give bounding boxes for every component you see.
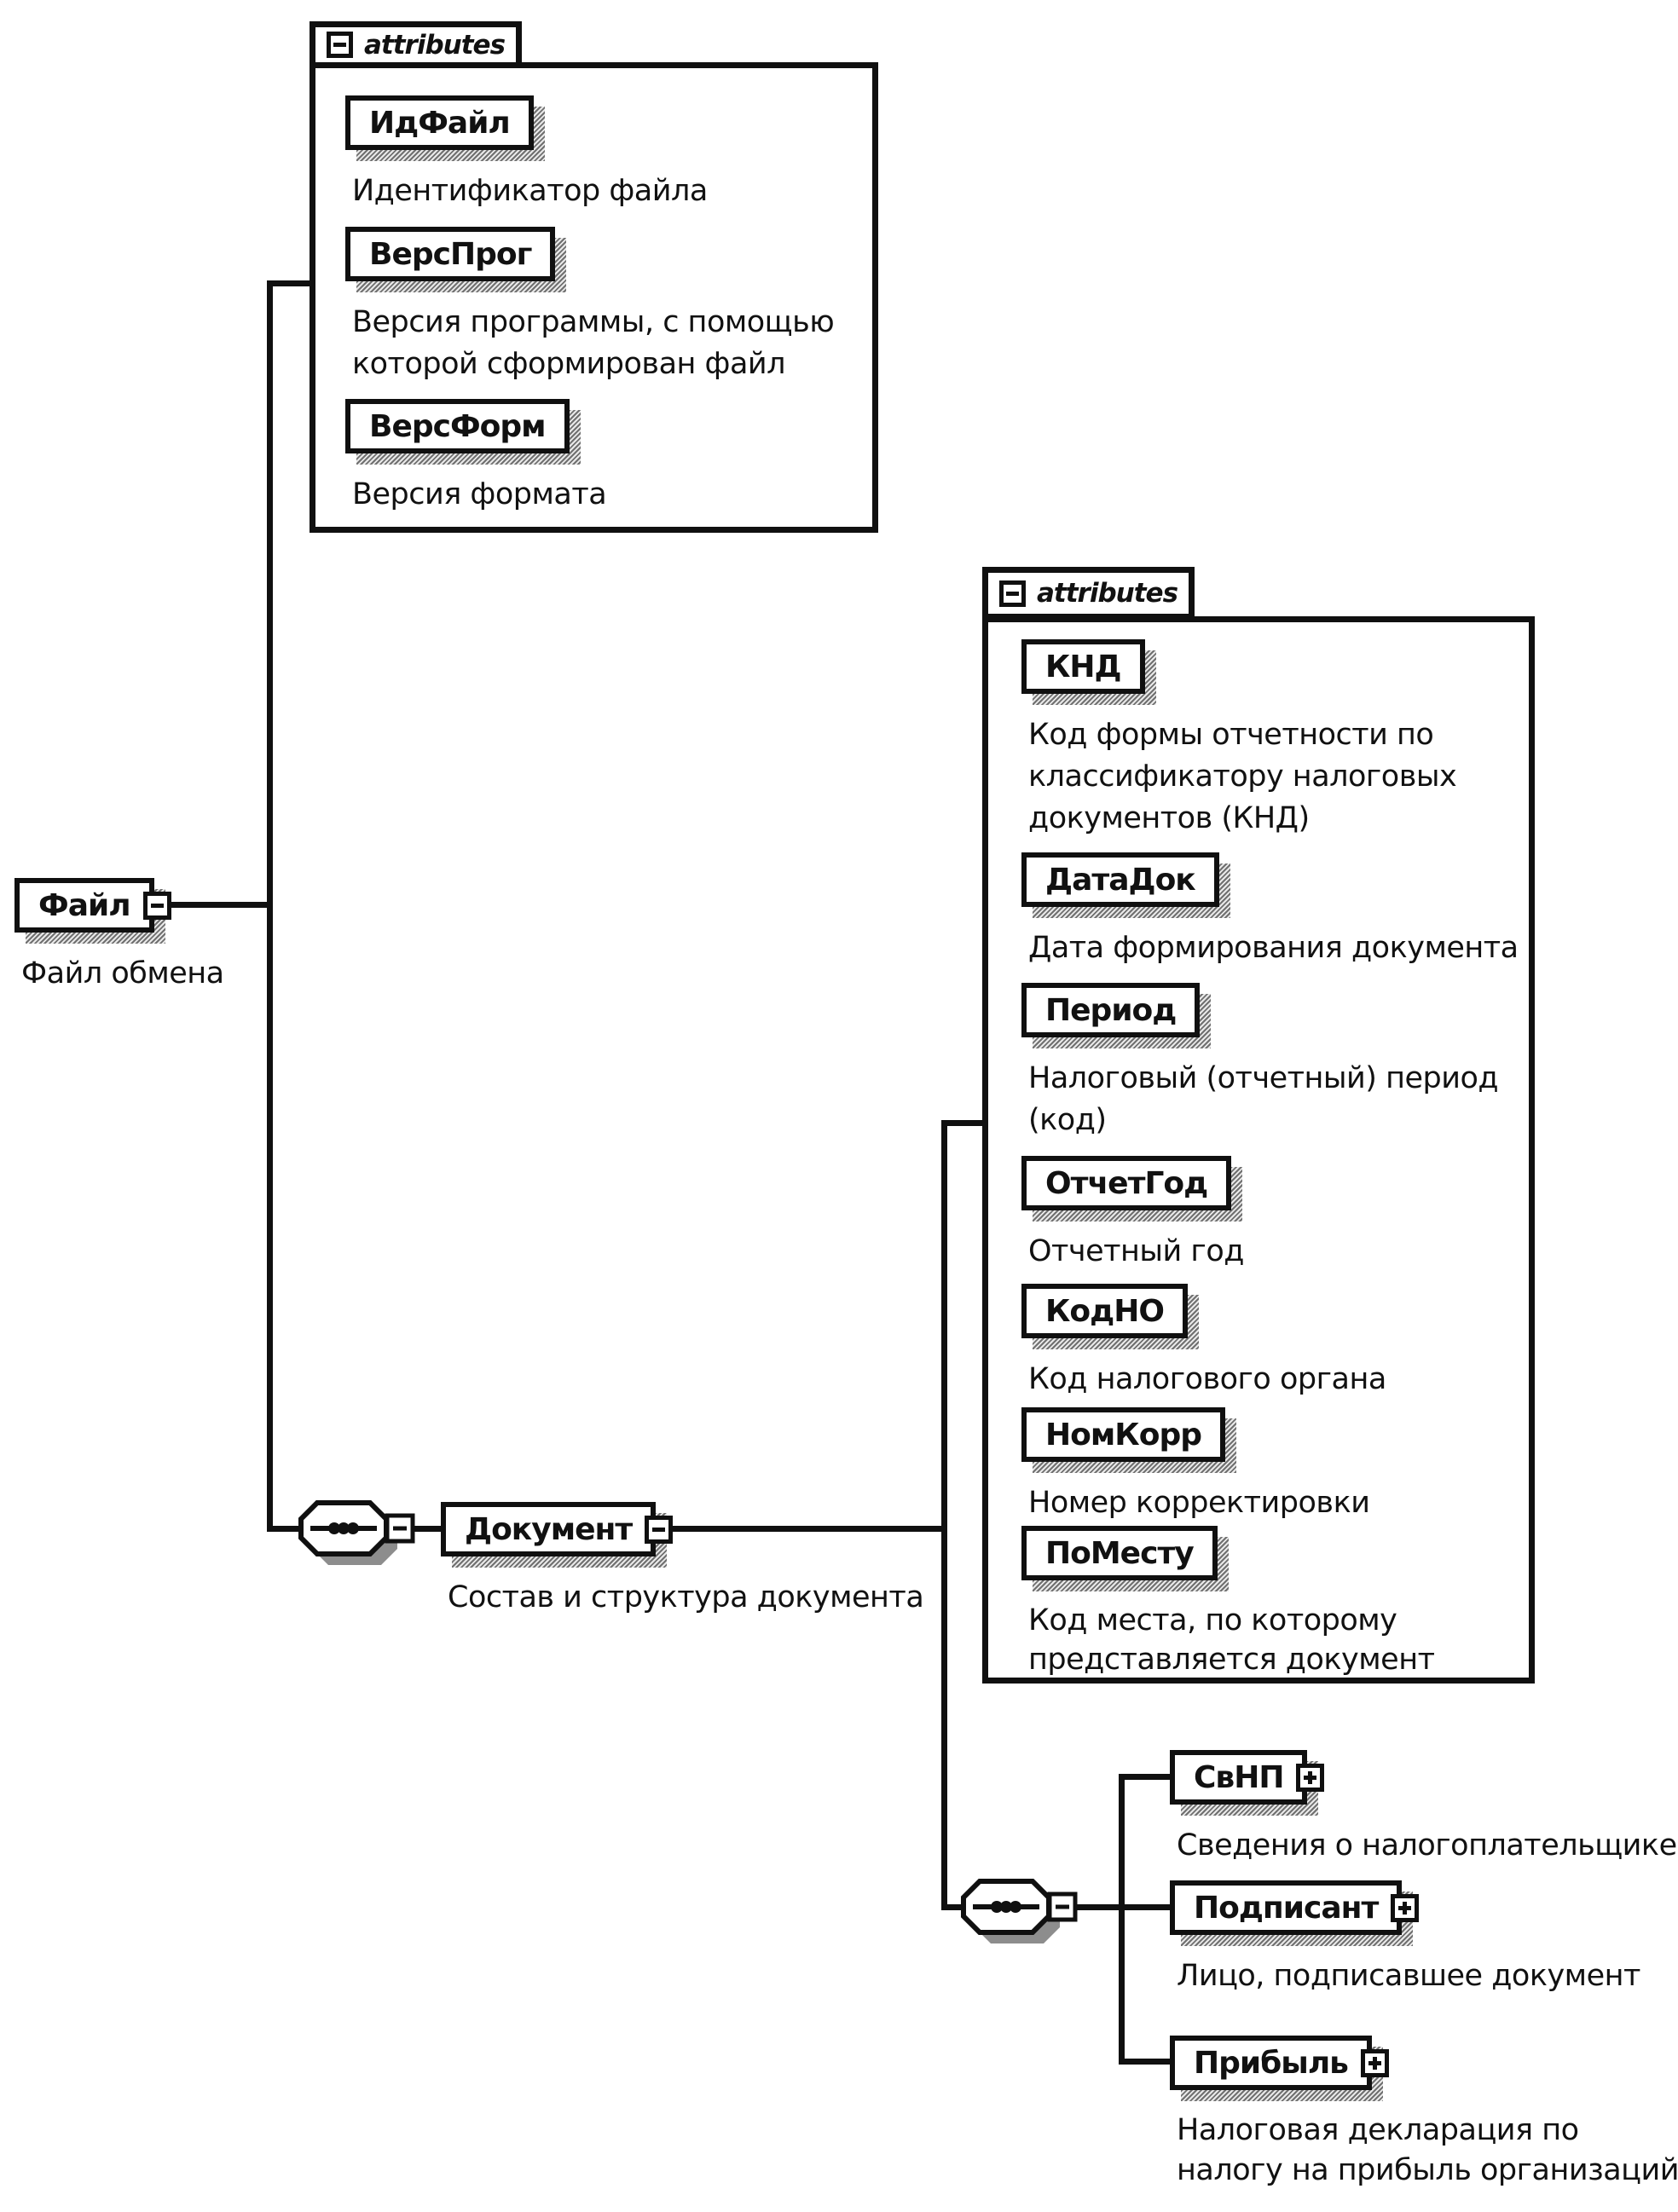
element-name-box[interactable]: Подписант xyxy=(1170,1880,1403,1935)
attribute-item-period: Период Налоговый (отчетный) период (код) xyxy=(1021,983,1499,1141)
attribute-description: Версия формата xyxy=(352,477,607,511)
attribute-name-box[interactable]: НомКорр xyxy=(1021,1407,1225,1462)
attribute-name-box[interactable]: Период xyxy=(1021,983,1201,1037)
attribute-name-box[interactable]: ПоМесту xyxy=(1021,1526,1218,1580)
connector-trunk2-to-document-attributes xyxy=(941,1120,988,1126)
attribute-item-pomestu: ПоМесту Код места, по которому представл… xyxy=(1021,1526,1435,1679)
element-description: Лицо, подписавшее документ xyxy=(1177,1959,1640,1993)
attribute-description: Код формы отчетности по классификатору н… xyxy=(1028,718,1457,835)
document-element-description: Состав и структура документа xyxy=(448,1580,924,1614)
sequence-icon xyxy=(298,1500,415,1565)
connector-trunk2 xyxy=(941,1120,947,1910)
connector-trunk2-to-sequence2 xyxy=(941,1904,969,1910)
connector-sequence-to-document xyxy=(409,1526,448,1532)
attribute-description: Налоговый (отчетный) период (код) xyxy=(1028,1061,1499,1137)
collapse-icon[interactable] xyxy=(327,32,353,58)
attribute-description: Код налогового органа xyxy=(1028,1362,1386,1396)
file-element-description: Файл обмена xyxy=(21,956,224,990)
attribute-item-kodno: КодНО Код налогового органа xyxy=(1021,1284,1386,1401)
child-element-pribyl: Прибыль Налоговая декларация по налогу н… xyxy=(1170,2036,1678,2191)
attribute-name-box[interactable]: КНД xyxy=(1021,639,1145,694)
sequence-icon xyxy=(961,1879,1078,1943)
attribute-description: Код места, по которому представляется до… xyxy=(1028,1603,1435,1677)
attribute-name-box[interactable]: ИдФайл xyxy=(345,95,534,150)
connector-branch-to-svnp xyxy=(1119,1774,1170,1780)
attribute-item-versform: ВерсФорм Версия формата xyxy=(345,399,607,516)
child-element-svnp: СвНП Сведения о налогоплательщике xyxy=(1170,1750,1677,1867)
attribute-item-datadok: ДатаДок Дата формирования документа xyxy=(1021,852,1519,969)
attribute-description: Идентификатор файла xyxy=(352,174,708,208)
connector-trunk1-to-file-attributes xyxy=(267,280,315,286)
attribute-name-box[interactable]: ДатаДок xyxy=(1021,852,1219,907)
expand-icon[interactable] xyxy=(1360,2048,1389,2077)
connector-children-branch xyxy=(1119,1774,1125,2065)
connector-branch-to-pribyl xyxy=(1119,2059,1170,2065)
document-attributes-tab: attributes xyxy=(982,567,1195,620)
element-description: Налоговая декларация по налогу на прибыл… xyxy=(1177,2113,1678,2187)
element-description: Сведения о налогоплательщике xyxy=(1177,1828,1677,1863)
attribute-item-knd: КНД Код формы отчетности по классификато… xyxy=(1021,639,1457,840)
attribute-item-nomkorr: НомКорр Номер корректировки xyxy=(1021,1407,1370,1524)
document-element: Документ Состав и структура документа xyxy=(441,1502,924,1619)
expand-icon[interactable] xyxy=(1296,1763,1325,1792)
connector-branch-to-podpisant xyxy=(1119,1904,1170,1910)
attributes-tab-label: attributes xyxy=(1037,578,1178,609)
attribute-item-versprog: ВерсПрог Версия программы, с помощью кот… xyxy=(345,227,835,385)
connector-trunk1 xyxy=(267,280,273,1532)
document-attributes-panel xyxy=(982,616,1535,1684)
attribute-description: Отчетный год xyxy=(1028,1234,1244,1268)
connector-file-to-trunk1 xyxy=(128,902,269,908)
attributes-tab-label: attributes xyxy=(364,29,506,61)
element-name-box[interactable]: СвНП xyxy=(1170,1750,1308,1805)
collapse-icon[interactable] xyxy=(999,580,1026,607)
connector-trunk1-to-sequence xyxy=(267,1526,305,1532)
child-element-podpisant: Подписант Лицо, подписавшее документ xyxy=(1170,1880,1640,1997)
attribute-description: Версия программы, с помощью которой сфор… xyxy=(352,305,835,381)
attribute-name-box[interactable]: ВерсФорм xyxy=(345,399,570,453)
attribute-description: Номер корректировки xyxy=(1028,1486,1370,1520)
connector-sequence2-to-branch xyxy=(1066,1904,1125,1910)
attribute-name-box[interactable]: ВерсПрог xyxy=(345,227,556,281)
document-element-box[interactable]: Документ xyxy=(441,1502,657,1556)
attribute-name-box[interactable]: ОтчетГод xyxy=(1021,1156,1232,1210)
element-name-box[interactable]: Прибыль xyxy=(1170,2036,1372,2090)
attribute-item-idfile: ИдФайл Идентификатор файла xyxy=(345,95,708,212)
file-element-box[interactable]: Файл xyxy=(14,878,154,933)
attribute-item-otchetgod: ОтчетГод Отчетный год xyxy=(1021,1156,1244,1273)
connector-document-to-trunk2 xyxy=(512,1526,947,1532)
collapse-icon[interactable] xyxy=(142,891,171,920)
attribute-description: Дата формирования документа xyxy=(1028,931,1519,965)
file-element: Файл Файл обмена xyxy=(14,878,224,995)
file-attributes-tab: attributes xyxy=(310,21,523,68)
attribute-name-box[interactable]: КодНО xyxy=(1021,1284,1188,1338)
expand-icon[interactable] xyxy=(1391,1893,1420,1922)
collapse-icon[interactable] xyxy=(645,1515,674,1544)
